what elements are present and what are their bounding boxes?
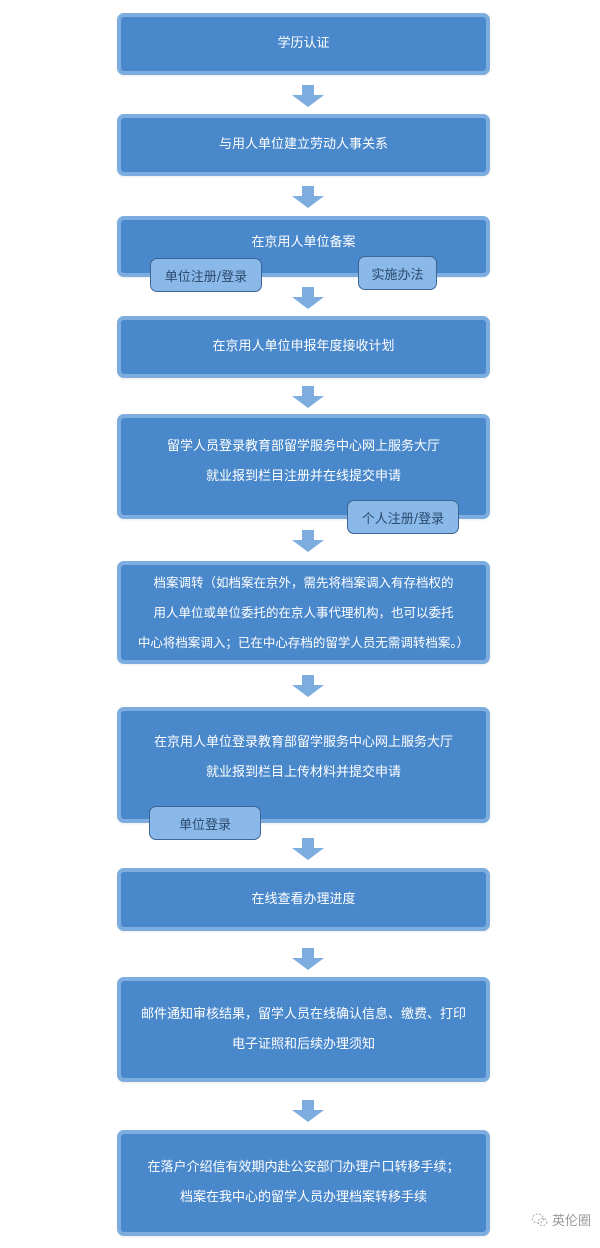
- implementation-rules-button[interactable]: 实施办法: [358, 256, 437, 290]
- personal-register-login-button[interactable]: 个人注册/登录: [347, 500, 459, 534]
- step-6-text-line-1: 档案调转（如档案在京外，需先将档案调入有存档权的: [153, 574, 454, 590]
- step-2-text: 与用人单位建立劳动人事关系: [218, 137, 388, 152]
- watermark: 英伦圈: [532, 1210, 591, 1229]
- down-arrow-icon: [292, 1100, 324, 1122]
- watermark-text: 英伦圈: [552, 1214, 592, 1229]
- step-9-text-line-1: 邮件通知审核结果，留学人员在线确认信息、缴费、打印: [140, 1006, 466, 1022]
- down-arrow-icon: [292, 85, 324, 107]
- step-10-text-line-1: 在落户介绍信有效期内赴公安部门办理户口转移手续；: [147, 1160, 460, 1175]
- down-arrow-icon: [292, 530, 324, 552]
- wechat-icon: [532, 1213, 548, 1226]
- step-6-text-line-2: 用人单位或单位委托的在京人事代理机构，也可以委托: [153, 604, 454, 620]
- step-7-employer-upload-materials: 在京用人单位登录教育部留学服务中心网上服务大厅 就业报到栏目上传材料并提交申请: [117, 707, 490, 823]
- step-7-text-line-1: 在京用人单位登录教育部留学服务中心网上服务大厅: [153, 735, 453, 750]
- down-arrow-icon: [292, 386, 324, 408]
- step-8-check-progress: 在线查看办理进度: [117, 868, 490, 931]
- step-4-text: 在京用人单位申报年度接收计划: [212, 339, 395, 354]
- step-1-text: 学历认证: [277, 36, 330, 51]
- step-5-text-line-1: 留学人员登录教育部留学服务中心网上服务大厅: [166, 438, 440, 454]
- step-6-text-line-3: 中心将档案调入；已在中心存档的留学人员无需调转档案。）: [137, 634, 470, 650]
- step-2-employment-relation: 与用人单位建立劳动人事关系: [117, 114, 490, 176]
- down-arrow-icon: [292, 675, 324, 697]
- step-10-text-line-2: 档案在我中心的留学人员办理档案转移手续: [179, 1190, 427, 1205]
- step-9-text-line-2: 电子证照和后续办理须知: [231, 1036, 375, 1052]
- step-10-hukou-file-transfer: 在落户介绍信有效期内赴公安部门办理户口转移手续； 档案在我中心的留学人员办理档案…: [117, 1130, 490, 1236]
- employer-login-button[interactable]: 单位登录: [149, 806, 261, 840]
- step-1-education-certification: 学历认证: [117, 13, 490, 75]
- step-7-text-line-2: 就业报到栏目上传材料并提交申请: [205, 765, 401, 780]
- step-8-text: 在线查看办理进度: [251, 891, 356, 907]
- step-3-text: 在京用人单位备案: [251, 234, 356, 250]
- down-arrow-icon: [292, 287, 324, 309]
- down-arrow-icon: [292, 838, 324, 860]
- down-arrow-icon: [292, 186, 324, 208]
- step-4-annual-plan: 在京用人单位申报年度接收计划: [117, 316, 490, 378]
- step-5-text-line-2: 就业报到栏目注册并在线提交申请: [205, 468, 401, 484]
- down-arrow-icon: [292, 948, 324, 970]
- step-6-file-transfer: 档案调转（如档案在京外，需先将档案调入有存档权的 用人单位或单位委托的在京人事代…: [117, 561, 490, 664]
- step-9-email-notification: 邮件通知审核结果，留学人员在线确认信息、缴费、打印 电子证照和后续办理须知: [117, 977, 490, 1082]
- employer-register-login-button[interactable]: 单位注册/登录: [150, 258, 262, 292]
